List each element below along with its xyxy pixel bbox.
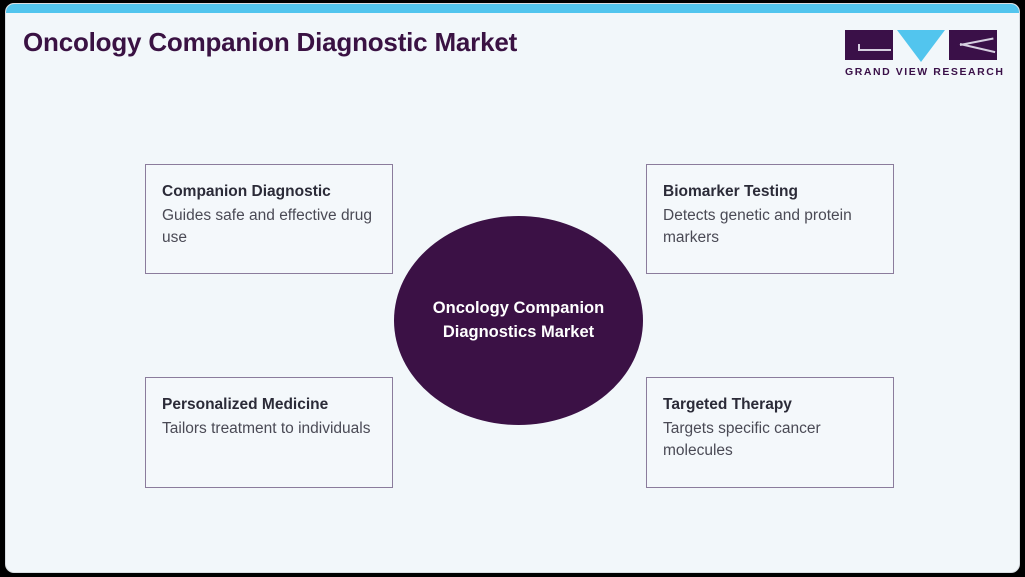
center-hub-label-line-1: Oncology Companion [432, 298, 605, 317]
logo-letter-g-icon [845, 30, 893, 60]
node-description: Tailors treatment to individuals [162, 419, 371, 437]
node-title: Companion Diagnostic [162, 183, 331, 200]
grand-view-research-logo: GRAND VIEW RESEARCH [845, 30, 1005, 78]
node-description: Targets specific cancer molecules [663, 419, 821, 459]
node-companion-diagnostic: Companion Diagnostic Guides safe and eff… [145, 164, 393, 274]
node-biomarker-testing: Biomarker Testing Detects genetic and pr… [646, 164, 894, 274]
center-hub-label-line-2: Diagnostics Market [442, 322, 595, 341]
node-title: Targeted Therapy [663, 396, 792, 413]
node-title: Biomarker Testing [663, 183, 798, 200]
node-targeted-therapy: Targeted Therapy Targets specific cancer… [646, 377, 894, 488]
page-title: Oncology Companion Diagnostic Market [23, 27, 518, 57]
node-description: Detects genetic and protein markers [663, 206, 852, 246]
logo-letter-v-icon [897, 30, 945, 62]
logo-mark-group [845, 30, 997, 62]
node-personalized-medicine: Personalized Medicine Tailors treatment … [145, 377, 393, 488]
center-hub-node: Oncology Companion Diagnostics Market [394, 216, 643, 425]
center-hub-label: Oncology Companion Diagnostics Market [419, 297, 618, 345]
slide-card: Oncology Companion Diagnostic Market GRA… [5, 3, 1020, 573]
accent-bar [6, 4, 1019, 13]
node-description: Guides safe and effective drug use [162, 206, 372, 246]
logo-letter-r-icon [949, 30, 997, 60]
logo-wordmark: GRAND VIEW RESEARCH [845, 66, 1005, 78]
node-title: Personalized Medicine [162, 396, 329, 413]
